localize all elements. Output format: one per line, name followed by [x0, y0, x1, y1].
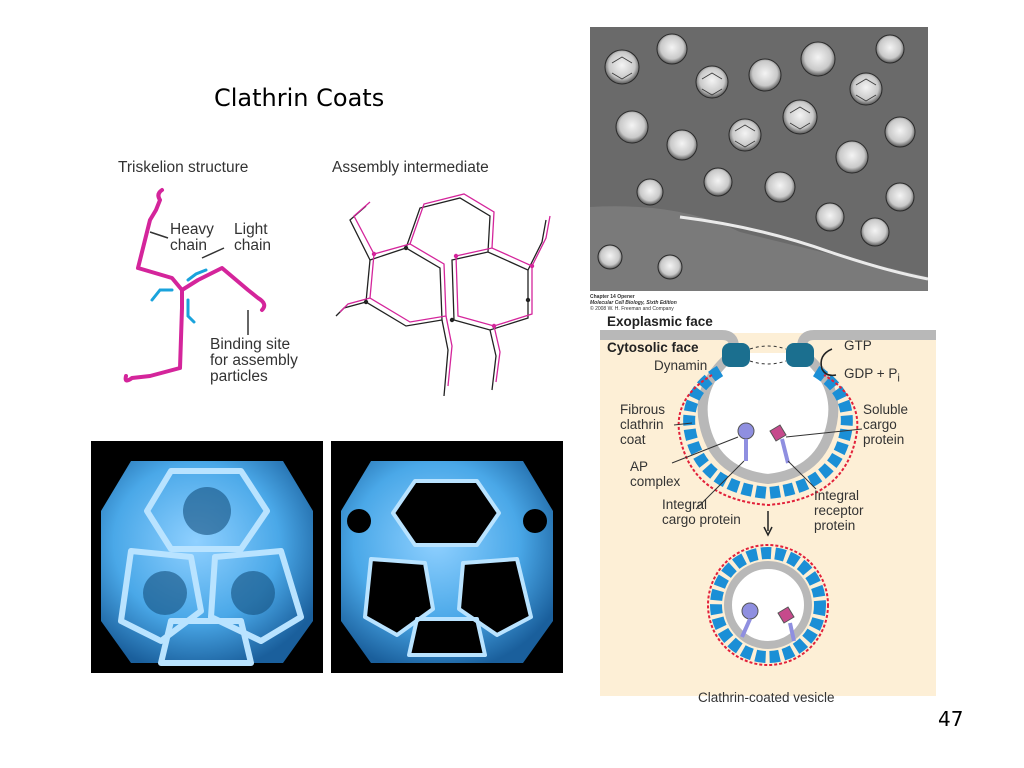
electron-micrograph: [590, 27, 929, 291]
triskelion-heading: Triskelion structure: [118, 159, 249, 176]
gtp-label: GTP: [844, 338, 872, 353]
assembly-intermediate-diagram: Assembly intermediate: [330, 150, 562, 400]
micrograph-credit-1: Chapter 14 Opener: [590, 294, 635, 300]
cytosolic-face-label: Cytosolic face: [607, 340, 699, 355]
assembly-heading: Assembly intermediate: [332, 159, 489, 176]
integral-receptor-label: Integral receptor protein: [814, 488, 864, 533]
cage-reconstruction-open: [341, 461, 553, 663]
integral-cargo-label: Integral cargo protein: [662, 497, 741, 527]
cage-reconstruction-closed: [101, 461, 313, 666]
slide-title: Clathrin Coats: [214, 84, 385, 112]
heavy-chain-label: Heavy chain: [170, 221, 214, 254]
vesicle-budding-diagram: Exoplasmic face Cytosolic face Dynamin G…: [600, 313, 936, 710]
triskelion-diagram: Triskelion structure Heavy chain Light c…: [110, 150, 320, 400]
micrograph-credit-2: Molecular Cell Biology, Sixth Edition: [590, 300, 677, 306]
dynamin-label: Dynamin: [654, 358, 708, 373]
micrograph-image: [590, 27, 929, 291]
gdp-text: GDP + P: [844, 366, 898, 381]
triskelion-drawing: [123, 188, 267, 383]
binding-site-label: Binding site for assembly particles: [210, 336, 298, 385]
micrograph-credit-3: © 2008 W. H. Freeman and Company: [590, 306, 674, 312]
reconstruction-right: [331, 441, 563, 673]
exoplasmic-face-label: Exoplasmic face: [607, 314, 713, 329]
fibrous-coat-label: Fibrous clathrin coat: [620, 402, 666, 447]
page-number: 47: [938, 707, 964, 731]
gdp-label: GDP + Pi: [844, 366, 900, 387]
vesicle-drawing: [600, 313, 936, 696]
soluble-cargo-label: Soluble cargo protein: [863, 402, 909, 447]
assembly-lattice: [335, 193, 551, 397]
ap-complex-label: AP complex: [630, 459, 681, 489]
clathrin-vesicle-label: Clathrin-coated vesicle: [698, 690, 835, 705]
light-chain-label: Light chain: [234, 221, 272, 254]
reconstruction-left: [91, 441, 323, 673]
gdp-subscript: i: [897, 372, 900, 385]
